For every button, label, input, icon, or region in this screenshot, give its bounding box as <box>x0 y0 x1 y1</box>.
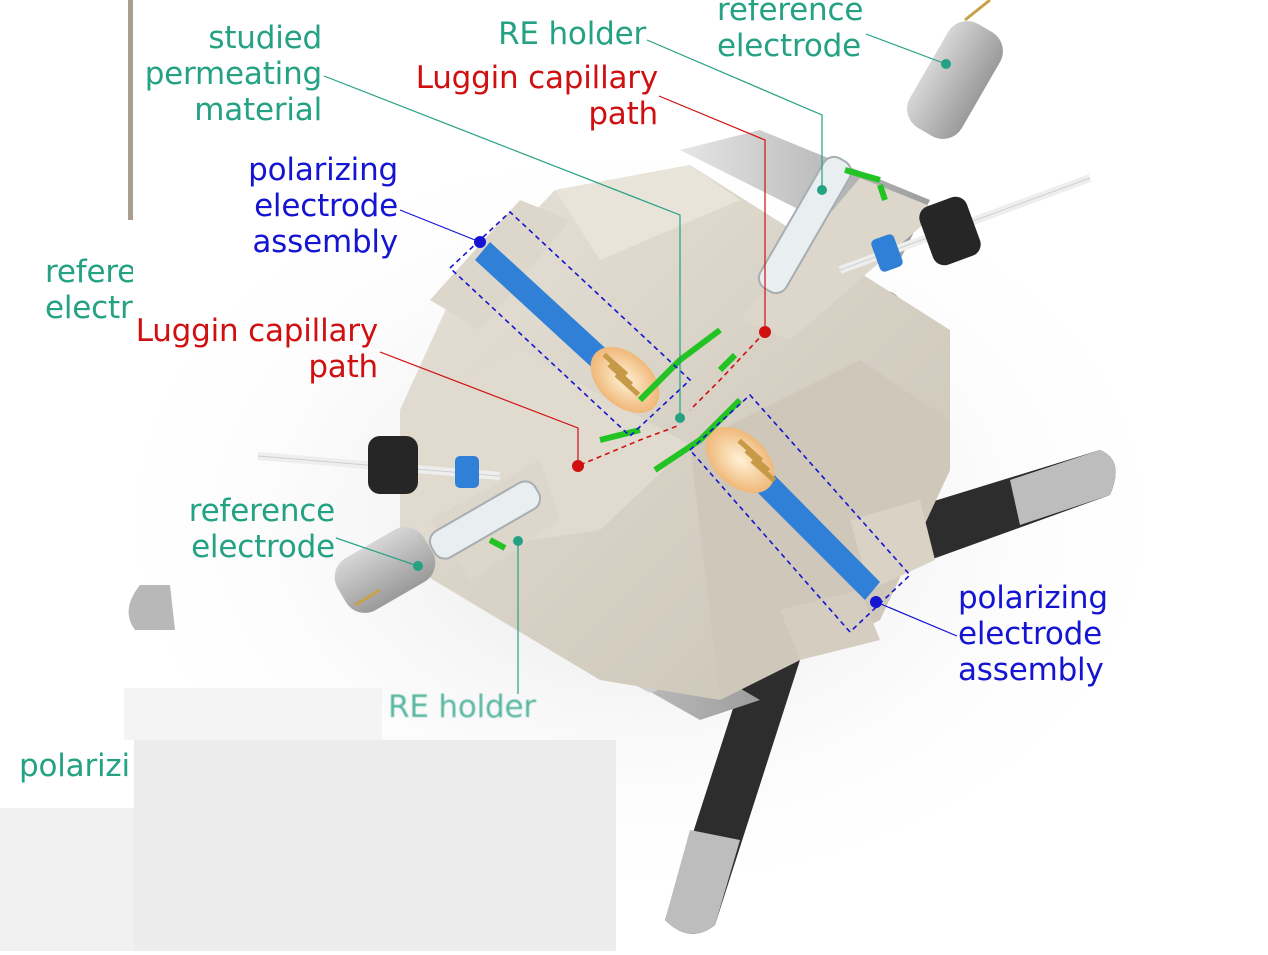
reference-electrodes <box>334 0 1003 613</box>
stand-legs <box>128 450 1116 934</box>
label-polarizing-assembly-right: polarizing electrode assembly <box>958 580 1108 688</box>
luggin-paths <box>579 331 766 466</box>
label-reference-electrode-top: reference electrode <box>717 0 864 64</box>
divider-bar <box>128 0 133 220</box>
label-reference-electrode-bottom: reference electrode <box>188 493 335 565</box>
label-re-holder-bottom: RE holder <box>388 689 536 725</box>
label-luggin-capillary-top: Luggin capillary path <box>415 60 658 132</box>
leader-dots <box>413 59 951 608</box>
label-luggin-capillary-left: Luggin capillary path <box>135 313 378 385</box>
fitting-knobs <box>257 174 1092 494</box>
label-polarizing-assembly-left: polarizing electrode assembly <box>248 152 398 260</box>
label-polarizing-partial-bottom: polarizi <box>19 748 130 784</box>
overlay-patches <box>0 688 616 951</box>
polarizing-electrode-tubes <box>475 242 880 600</box>
label-re-holder-top: RE holder <box>498 16 646 52</box>
polarizing-dashed-boxes <box>448 210 912 634</box>
label-studied-permeating-material: studied permeating material <box>144 20 323 128</box>
leader-lines <box>323 33 958 694</box>
label-reference-electrode-left-partial: refere electr <box>45 254 133 326</box>
